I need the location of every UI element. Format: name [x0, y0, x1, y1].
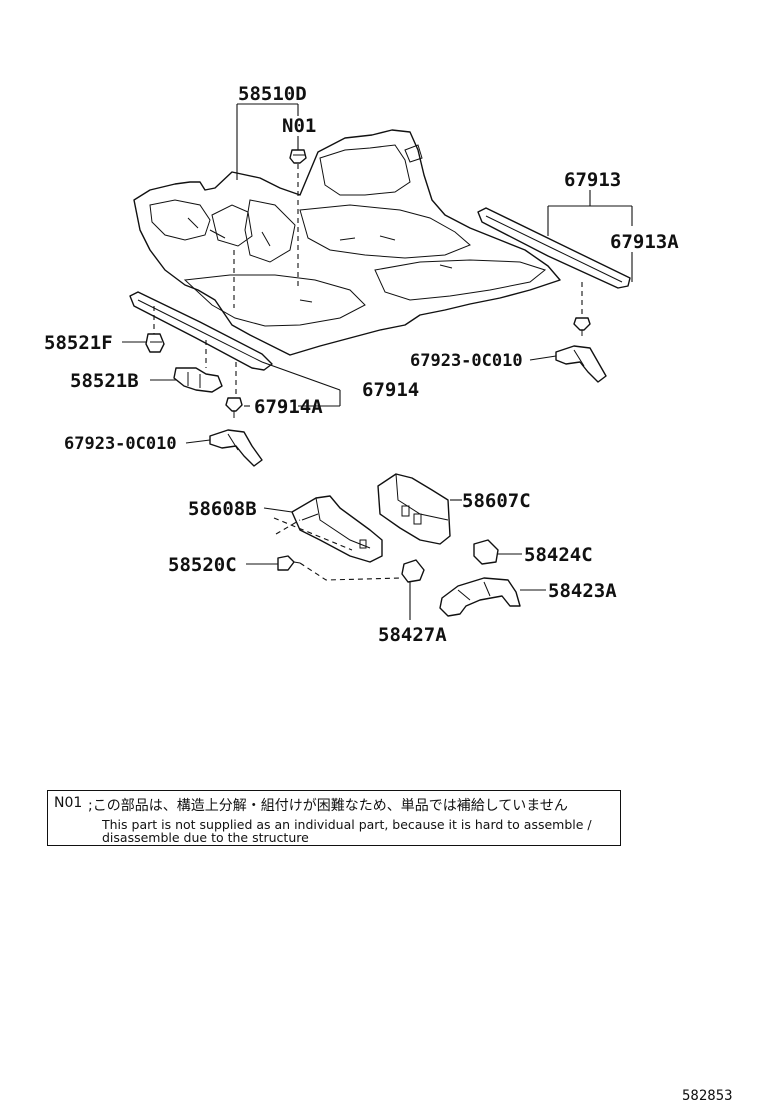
label-67914: 67914 [362, 379, 419, 401]
bracket-58423a [439, 577, 521, 617]
part-labels: 58510D N01 67913 67913A 58521F 58521B 67… [44, 83, 679, 646]
bracket-left [209, 429, 263, 467]
label-58521f: 58521F [44, 332, 113, 354]
cap-58427a [401, 559, 425, 583]
diagram-code: 582853 [682, 1088, 733, 1104]
pad-58607c [377, 473, 451, 545]
support-58608b [291, 495, 383, 563]
label-58424c: 58424C [524, 544, 593, 566]
assembly-lines [153, 164, 583, 581]
bracket-right [555, 345, 607, 383]
clip-58521f [145, 333, 165, 353]
screw-58520c [277, 555, 301, 571]
clip-58521b [173, 367, 223, 393]
note-box: N01 ;この部品は、構造上分解・組付けが困難なため、単品では補給していません … [47, 790, 621, 846]
note-text-en: This part is not supplied as an individu… [102, 817, 592, 845]
label-58607c: 58607C [462, 490, 531, 512]
label-67923-left: 67923-0C010 [64, 434, 177, 454]
label-58520c: 58520C [168, 554, 237, 576]
label-58608b: 58608B [188, 498, 257, 520]
label-58423a: 58423A [548, 580, 617, 602]
right-scuff-plate [477, 207, 631, 289]
left-scuff-plate [129, 291, 273, 371]
clip-67913a [573, 317, 591, 336]
label-n01: N01 [282, 115, 316, 137]
note-text-jp: ;この部品は、構造上分解・組付けが困難なため、単品では補給していません [88, 798, 568, 814]
note-code: N01 [54, 795, 83, 811]
label-67923-right: 67923-0C010 [410, 351, 523, 371]
label-67913a: 67913A [610, 231, 679, 253]
leader-lines [122, 103, 633, 620]
clip-67914a [225, 397, 243, 418]
label-58521b: 58521B [70, 370, 139, 392]
clip-n01 [289, 149, 307, 164]
pad-58424c [473, 539, 499, 565]
label-58427a: 58427A [378, 624, 447, 646]
label-67914a: 67914A [254, 396, 323, 418]
label-67913: 67913 [564, 169, 621, 191]
label-58510d: 58510D [238, 83, 307, 105]
floor-carpet [133, 129, 561, 356]
